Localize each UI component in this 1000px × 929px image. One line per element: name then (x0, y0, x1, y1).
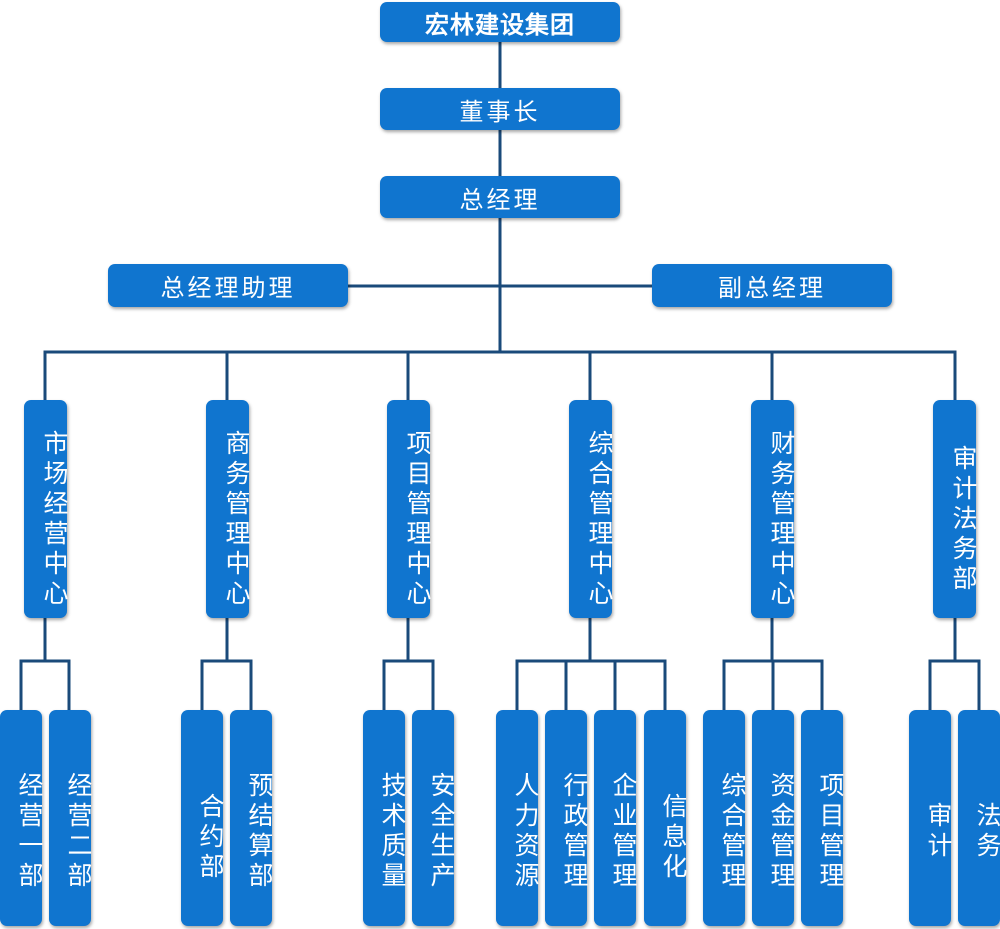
center-box-finance: 财务管理中心 (751, 400, 796, 618)
dept-label: 项目管理 (816, 772, 845, 892)
deputy-gm-label: 副总经理 (718, 274, 826, 302)
dept-box: 预结算部 (230, 710, 274, 926)
center-box-market: 市场经营中心 (24, 400, 69, 618)
dept-label: 合约部 (196, 793, 225, 883)
dept-label: 行政管理 (560, 772, 589, 892)
center-box-project: 项目管理中心 (387, 400, 432, 618)
center-label: 财务管理中心 (767, 430, 796, 610)
center-box-business: 商务管理中心 (206, 400, 251, 618)
center-box-admin: 综合管理中心 (569, 400, 614, 618)
dept-box: 安全生产 (412, 710, 456, 926)
dept-label: 审计 (924, 802, 953, 862)
dept-label: 预结算部 (245, 772, 274, 892)
dept-box: 法务 (958, 710, 1000, 926)
center-label: 商务管理中心 (222, 430, 251, 610)
center-box-audit-legal: 审计法务部 (933, 400, 978, 618)
dept-box: 人力资源 (496, 710, 540, 926)
dept-label: 法务 (973, 802, 1000, 862)
dept-box: 经营一部 (0, 710, 44, 926)
dept-label: 企业管理 (609, 772, 638, 892)
group-company-box: 宏林建设集团 (380, 2, 620, 42)
gm-assistant-label: 总经理助理 (160, 274, 296, 302)
group-company-label: 宏林建设集团 (425, 10, 575, 39)
dept-label: 信息化 (659, 793, 688, 883)
chairman-box: 董事长 (380, 88, 620, 130)
dept-box: 资金管理 (752, 710, 796, 926)
general-manager-label: 总经理 (459, 185, 541, 214)
dept-box: 技术质量 (363, 710, 407, 926)
dept-box: 行政管理 (545, 710, 589, 926)
gm-assistant-box: 总经理助理 (108, 264, 348, 307)
dept-box: 综合管理 (703, 710, 747, 926)
center-label: 审计法务部 (949, 445, 978, 595)
dept-box: 信息化 (644, 710, 688, 926)
deputy-gm-box: 副总经理 (652, 264, 892, 307)
center-label: 市场经营中心 (40, 430, 69, 610)
dept-label: 经营二部 (64, 772, 93, 892)
dept-label: 经营一部 (15, 772, 44, 892)
dept-box: 企业管理 (594, 710, 638, 926)
dept-box: 经营二部 (49, 710, 93, 926)
dept-box: 审计 (909, 710, 953, 926)
center-label: 项目管理中心 (403, 430, 432, 610)
dept-label: 资金管理 (767, 772, 796, 892)
dept-label: 人力资源 (511, 772, 540, 892)
chairman-label: 董事长 (459, 97, 541, 126)
dept-box: 合约部 (181, 710, 225, 926)
dept-label: 综合管理 (718, 772, 747, 892)
dept-label: 技术质量 (378, 772, 407, 892)
dept-label: 安全生产 (427, 772, 456, 892)
general-manager-box: 总经理 (380, 176, 620, 218)
dept-box: 项目管理 (801, 710, 845, 926)
center-label: 综合管理中心 (585, 430, 614, 610)
